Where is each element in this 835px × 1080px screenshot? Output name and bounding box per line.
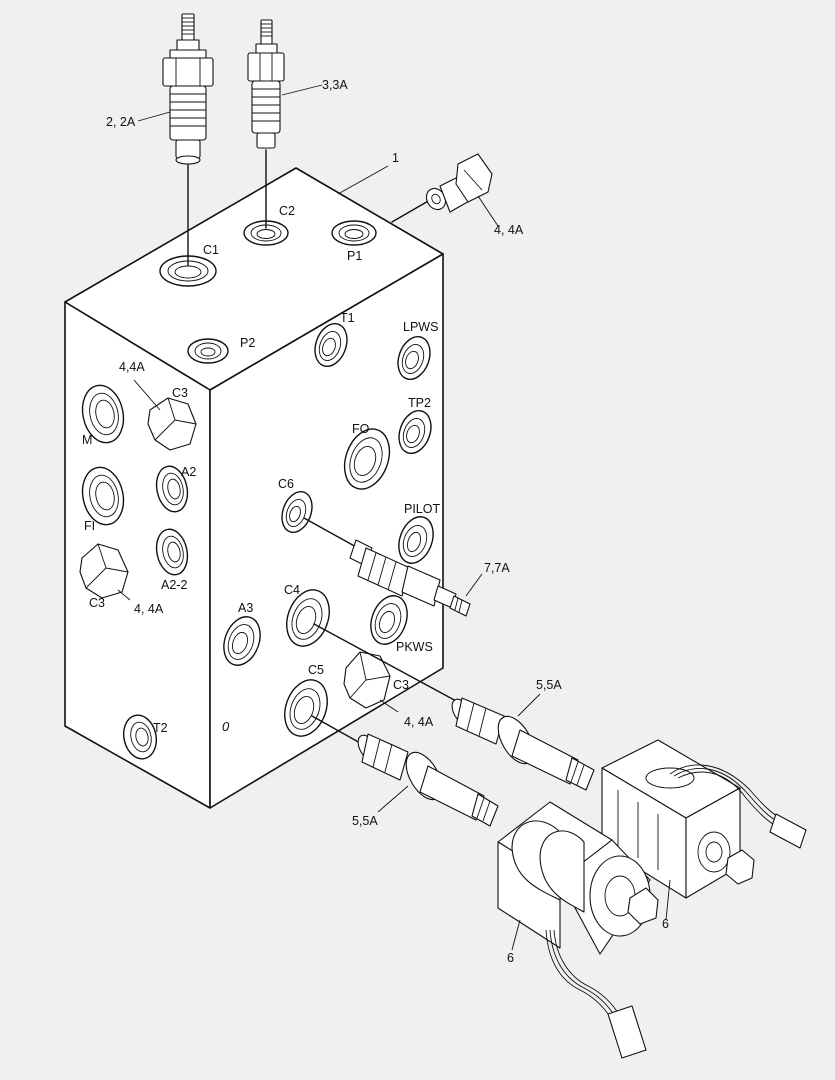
label-c3-top: C3 — [172, 386, 188, 400]
label-4-4a-top: 4, 4A — [494, 223, 524, 237]
label-c2: C2 — [279, 204, 295, 218]
label-6-right: 6 — [662, 917, 669, 931]
label-c5: C5 — [308, 663, 324, 677]
cartridge-valve-2-2a — [162, 13, 214, 266]
label-5-5a-top: 5,5A — [536, 678, 562, 692]
label-t2: T2 — [153, 721, 168, 735]
label-fo: FO — [352, 422, 370, 436]
port-tp2 — [398, 409, 432, 455]
label-a3: A3 — [238, 601, 253, 615]
port-pilot — [398, 516, 434, 564]
callout-labels: 1 2, 2A 3,3A 4, 4A C1 C2 P1 P2 T1 LPWS 4… — [82, 78, 669, 965]
label-c3-left: C3 — [89, 596, 105, 610]
label-lpws: LPWS — [403, 320, 438, 334]
label-4-4a-left: 4,4A — [119, 360, 145, 374]
side-face-ports — [223, 322, 434, 737]
label-c1: C1 — [203, 243, 219, 257]
hex-plug-c3-left — [79, 543, 129, 599]
label-pilot: PILOT — [404, 502, 440, 516]
label-c4: C4 — [284, 583, 300, 597]
port-a2 — [155, 465, 189, 513]
port-c5 — [284, 679, 328, 737]
valve-5-5a-lower — [311, 715, 499, 827]
port-t1 — [314, 322, 348, 368]
port-lpws — [397, 335, 431, 381]
label-tp2: TP2 — [408, 396, 431, 410]
label-p2: P2 — [240, 336, 255, 350]
leader-lines — [117, 84, 671, 951]
port-c6 — [281, 490, 313, 534]
port-t2 — [122, 714, 158, 760]
label-p1: P1 — [347, 249, 362, 263]
port-c4 — [286, 589, 330, 647]
label-t1: T1 — [340, 311, 355, 325]
valve-5-5a-upper — [313, 623, 595, 791]
port-p2 — [187, 338, 229, 364]
port-pkws — [370, 595, 408, 645]
front-face-ports — [81, 338, 229, 760]
label-zero: 0 — [222, 719, 230, 734]
label-3-3a: 3,3A — [322, 78, 348, 92]
port-m — [81, 384, 125, 444]
port-fi — [81, 466, 125, 526]
port-a3 — [223, 616, 261, 666]
hex-plug-c3-mid — [343, 651, 391, 709]
label-6-left: 6 — [507, 951, 514, 965]
port-fo — [343, 428, 391, 490]
label-1: 1 — [392, 151, 399, 165]
valve-7-7a — [303, 517, 471, 617]
hex-plug-c3-top — [147, 397, 197, 451]
port-a2-2 — [155, 528, 189, 576]
solenoid-coil-6-right — [601, 739, 807, 899]
label-fi: FI — [84, 519, 95, 533]
plug-4-4a-top — [391, 153, 493, 223]
cartridge-valve-3-3a — [247, 19, 285, 229]
label-m: M — [82, 433, 92, 447]
port-p1 — [331, 220, 377, 246]
label-a2: A2 — [181, 465, 196, 479]
label-4-4a-mid: 4, 4A — [404, 715, 434, 729]
solenoid-coil-6-left — [497, 801, 659, 1059]
label-c6: C6 — [278, 477, 294, 491]
label-5-5a-bottom: 5,5A — [352, 814, 378, 828]
label-7-7a: 7,7A — [484, 561, 510, 575]
label-c3-mid: C3 — [393, 678, 409, 692]
label-pkws: PKWS — [396, 640, 433, 654]
label-4-4a-lower: 4, 4A — [134, 602, 164, 616]
label-a2-2: A2-2 — [161, 578, 187, 592]
label-2-2a: 2, 2A — [106, 115, 136, 129]
